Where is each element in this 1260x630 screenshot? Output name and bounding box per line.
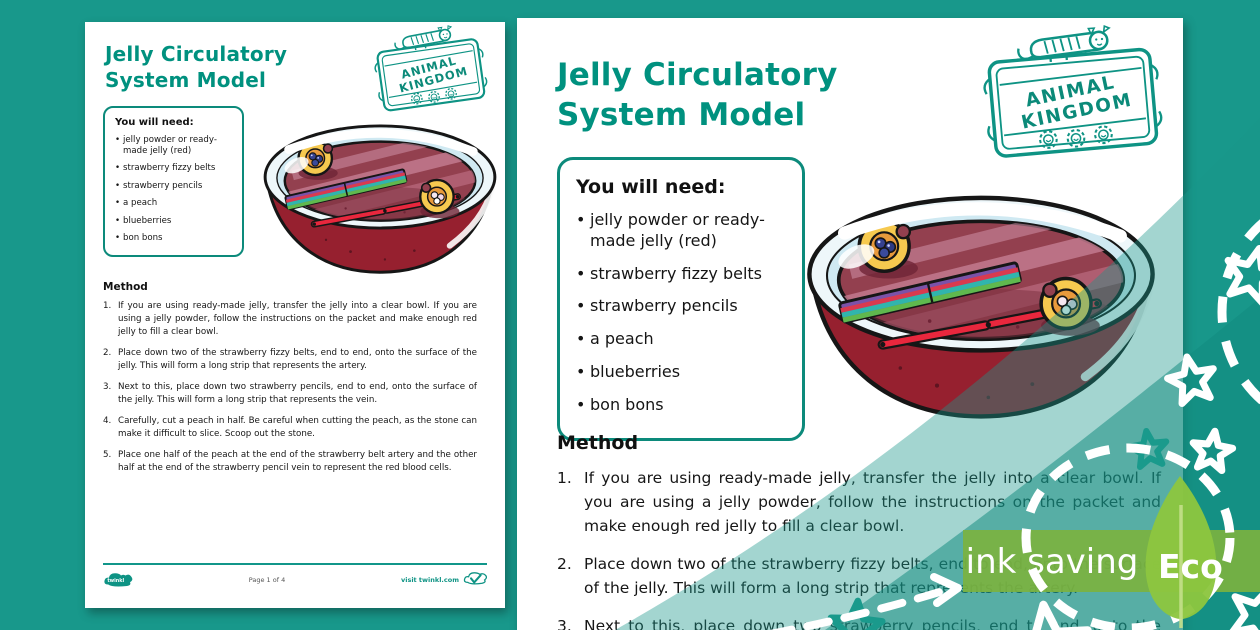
material-item: strawberry fizzy belts [576, 264, 790, 285]
method-section: Method If you are using ready-made jelly… [103, 281, 477, 484]
you-will-need-box: You will need: jelly powder or ready-mad… [557, 157, 805, 441]
method-step: Place down two of the strawberry fizzy b… [103, 347, 477, 372]
material-item: a peach [576, 329, 790, 350]
material-item: bon bons [576, 395, 790, 416]
you-will-need-box: You will need: jelly powder or ready-mad… [103, 106, 244, 257]
material-item: blueberries [115, 216, 234, 227]
animal-kingdom-badge: ANIMAL KINGDOM [978, 20, 1166, 160]
dashed-circle-icon [1217, 219, 1260, 405]
material-item: a peach [115, 198, 234, 209]
twinkl-logo-wordmark: twinkl [107, 578, 124, 584]
website-link[interactable]: visit twinkl.com [400, 576, 459, 584]
page-title: Jelly Circulatory System Model [557, 57, 838, 133]
material-item: bon bons [115, 233, 234, 244]
method-step: If you are using ready-made jelly, trans… [557, 466, 1161, 536]
method-step: Next to this, place down two strawberry … [557, 614, 1161, 630]
star-icon [1222, 578, 1260, 630]
page-title: Jelly Circulatory System Model [105, 42, 288, 92]
method-step: Carefully, cut a peach in half. Be caref… [103, 415, 477, 440]
materials-list: jelly powder or ready-made jelly (red) s… [576, 210, 790, 416]
material-item: blueberries [576, 362, 790, 383]
method-step: Place down two of the strawberry fizzy b… [557, 552, 1161, 598]
material-item: strawberry fizzy belts [115, 163, 234, 174]
twinkl-certified-logo [463, 572, 487, 585]
materials-heading: You will need: [576, 176, 726, 198]
materials-list: jelly powder or ready-made jelly (red) s… [115, 135, 234, 245]
jelly-bowl-illustration [257, 122, 503, 284]
worksheet-page-full: Jelly Circulatory System Model ANIMAL KI… [85, 20, 505, 608]
method-steps: If you are using ready-made jelly, trans… [557, 466, 1161, 630]
material-item: strawberry pencils [576, 296, 790, 317]
method-heading: Method [103, 281, 148, 293]
material-item: jelly powder or ready-made jelly (red) [576, 210, 790, 252]
star-icon [1190, 428, 1235, 471]
worksheet-page-zoomed: Jelly Circulatory System Model ANIMAL KI… [517, 18, 1183, 630]
method-steps: If you are using ready-made jelly, trans… [103, 300, 477, 476]
page-footer: twinkl Page 1 of 4 visit twinkl.com [103, 563, 487, 590]
method-step: Next to this, place down two strawberry … [103, 381, 477, 406]
twinkl-logo: twinkl [104, 573, 133, 587]
method-step: If you are using ready-made jelly, trans… [103, 300, 477, 338]
method-section: Method If you are using ready-made jelly… [557, 432, 1161, 630]
jelly-bowl-illustration [797, 192, 1165, 434]
star-icon [1220, 241, 1260, 305]
page-number: Page 1 of 4 [248, 576, 286, 584]
method-heading: Method [557, 432, 639, 454]
material-item: jelly powder or ready-made jelly (red) [115, 135, 234, 157]
animal-kingdom-badge: ANIMAL KINGDOM [369, 20, 490, 113]
material-item: strawberry pencils [115, 181, 234, 192]
materials-heading: You will need: [115, 117, 194, 128]
method-step: Place one half of the peach at the end o… [103, 449, 477, 474]
